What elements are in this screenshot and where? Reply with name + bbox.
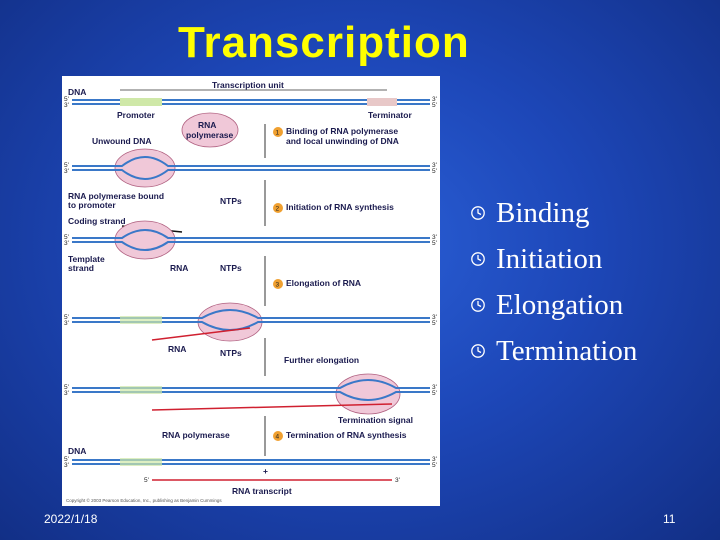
five-prime-3r: 5' (432, 240, 437, 247)
bullet-initiation: Initiation (496, 242, 603, 275)
three-prime-transcript: 3' (395, 477, 400, 484)
three-prime-1r: 3' (432, 96, 437, 103)
rna-polymerase-shape-1 (181, 112, 239, 148)
rna-polymerase-line2: polymerase (186, 130, 234, 140)
rna-polymerase-shape-2 (114, 148, 176, 188)
three-prime-5r: 3' (432, 384, 437, 391)
three-prime-2r: 3' (432, 162, 437, 169)
slide-date: 2022/1/18 (44, 512, 98, 526)
promoter-region-5 (120, 386, 162, 394)
rna-strand-5 (151, 403, 393, 411)
step1-number: 1 (276, 130, 280, 137)
step4-badge (273, 431, 283, 441)
five-prime-1r: 5' (432, 102, 437, 109)
transcription-figure: Transcription unit DNA 5' 3' 3' 5' Promo… (62, 76, 440, 506)
three-prime-4: 3' (64, 320, 69, 327)
ntps-label-1: NTPs (220, 196, 242, 206)
five-prime-4r: 5' (432, 320, 437, 327)
five-prime-3: 5' (64, 234, 69, 241)
five-prime-transcript: 5' (144, 477, 149, 484)
dna-further-bottom (72, 391, 430, 401)
five-prime-4: 5' (64, 314, 69, 321)
step2-label: Initiation of RNA synthesis (286, 202, 394, 212)
dna-label-top: DNA (68, 87, 86, 97)
unwound-dna-label: Unwound DNA (92, 136, 152, 146)
three-prime-4r: 3' (432, 314, 437, 321)
bullet-binding: Binding (496, 196, 590, 229)
bullet-item: Binding (470, 190, 637, 236)
three-prime-1: 3' (64, 102, 69, 109)
dna-unwound-bottom (72, 169, 430, 180)
step4-number: 4 (276, 434, 280, 441)
rna-polymerase-line1: RNA (198, 120, 216, 130)
coding-strand-label: Coding strand (68, 216, 126, 226)
five-prime-6: 5' (64, 456, 69, 463)
further-elongation-label: Further elongation (284, 355, 359, 365)
promoter-region (120, 98, 162, 106)
step3-label: Elongation of RNA (286, 278, 361, 288)
rna-label-1: RNA (170, 263, 188, 273)
rna-polymerase-shape-4 (197, 302, 263, 342)
step1-badge (273, 127, 283, 137)
termination-signal-label: Termination signal (338, 415, 413, 425)
bullet-item: Termination (470, 328, 637, 374)
copyright-text: Copyright © 2003 Pearson Education, Inc.… (66, 497, 222, 503)
three-prime-2: 3' (64, 168, 69, 175)
step1-line1: Binding of RNA polymerase (286, 126, 398, 136)
dna-further-top (72, 379, 430, 389)
clock-icon (471, 252, 485, 266)
rna-polymerase-label: RNA polymerase (162, 430, 230, 440)
three-prime-5: 3' (64, 390, 69, 397)
template-label-line2: strand (68, 263, 94, 273)
transcription-diagram: Transcription unit DNA 5' 3' 3' 5' Promo… (64, 80, 437, 503)
bullet-list: Binding Initiation Elongation Terminatio… (470, 190, 637, 374)
promoter-region-4 (120, 316, 162, 324)
clock-icon (471, 206, 485, 220)
terminator-region (367, 98, 397, 106)
five-prime-5: 5' (64, 384, 69, 391)
five-prime-2: 5' (64, 162, 69, 169)
step2-badge (273, 203, 283, 213)
bound-label-line2: to promoter (68, 200, 116, 210)
bullet-elongation: Elongation (496, 288, 624, 321)
three-prime-3: 3' (64, 240, 69, 247)
rna-label-2: RNA (168, 344, 186, 354)
ntps-label-2: NTPs (220, 263, 242, 273)
transcription-unit-label: Transcription unit (212, 80, 284, 90)
five-prime-1: 5' (64, 96, 69, 103)
promoter-region-6 (120, 458, 162, 466)
step3-number: 3 (276, 282, 280, 289)
bullet-item: Initiation (470, 236, 637, 282)
page-number: 11 (663, 512, 676, 526)
step4-label: Termination of RNA synthesis (286, 430, 407, 440)
rna-strand-4 (151, 327, 251, 341)
dna-label-bottom: DNA (68, 446, 86, 456)
step2-number: 2 (276, 206, 280, 213)
step1-line2: and local unwinding of DNA (286, 136, 399, 146)
five-prime-2r: 5' (432, 168, 437, 175)
step3-badge (273, 279, 283, 289)
five-prime-5r: 5' (432, 390, 437, 397)
rna-polymerase-shape-3 (114, 220, 176, 260)
bound-label-line1: RNA polymerase bound (68, 191, 164, 201)
clock-icon (471, 344, 485, 358)
dna-elong-top (72, 309, 430, 319)
slide-title: Transcription (178, 18, 470, 67)
clock-icon (471, 298, 485, 312)
bullet-termination: Termination (496, 334, 638, 367)
ntps-label-3: NTPs (220, 348, 242, 358)
promoter-label: Promoter (117, 110, 155, 120)
rna-transcript-label: RNA transcript (232, 486, 292, 496)
five-prime-6r: 5' (432, 462, 437, 469)
terminator-label: Terminator (368, 110, 412, 120)
three-prime-6: 3' (64, 462, 69, 469)
dna-init-bottom (72, 241, 430, 251)
template-label-line1: Template (68, 254, 105, 264)
bullet-item: Elongation (470, 282, 637, 328)
three-prime-6r: 3' (432, 456, 437, 463)
three-prime-3r: 3' (432, 234, 437, 241)
dna-init-top (72, 229, 430, 239)
plus-sign: + (263, 466, 268, 476)
dna-unwound-top (72, 156, 430, 167)
